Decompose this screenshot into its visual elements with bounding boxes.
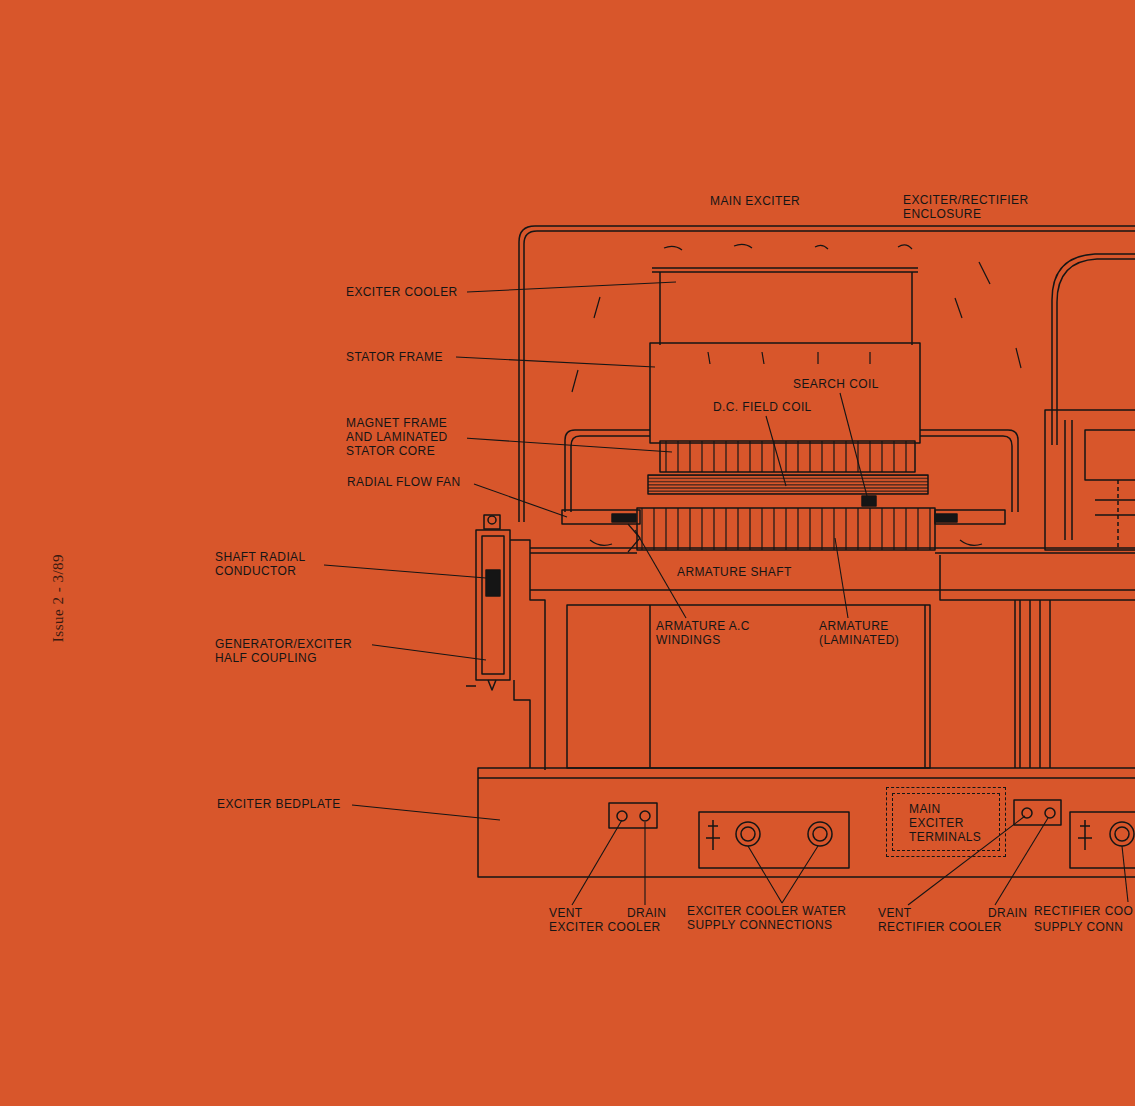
armature-shaft: [530, 552, 1135, 554]
part-label: DRAIN: [987, 906, 1028, 920]
airflow-marks: [572, 244, 1021, 545]
part-label-slot: EXCITER COOLER: [548, 920, 662, 934]
shaft-step: [940, 555, 1135, 600]
vent-drain-plate: [609, 800, 1061, 828]
part-label-slot: MAGNET FRAME AND LAMINATED STATOR CORE: [345, 416, 467, 458]
part-label: EXCITER/RECTIFIER ENCLOSURE: [902, 193, 1042, 221]
terminal-box-inner: MAIN EXCITER TERMINALS: [892, 793, 1000, 851]
part-label-slot: MAIN EXCITER: [709, 194, 801, 208]
exciter-pedestal: [567, 605, 930, 768]
part-label: STATOR FRAME: [345, 350, 444, 364]
radial-flow-fan: [935, 510, 1005, 524]
enclosure-outline: [519, 226, 1135, 522]
fan-hub: [935, 514, 957, 522]
part-label-slot: VENT: [877, 906, 913, 920]
stator-frame: [650, 343, 920, 443]
exciter-bedplate: [478, 768, 1135, 877]
part-label: MAGNET FRAME AND LAMINATED STATOR CORE: [345, 416, 467, 458]
part-label-slot: EXCITER BEDPLATE: [216, 797, 342, 811]
part-label-slot: STATOR FRAME: [345, 350, 444, 364]
part-label-slot: EXCITER COOLER WATER SUPPLY CONNECTIONS: [686, 904, 858, 932]
part-label-slot: SHAFT RADIAL CONDUCTOR: [214, 550, 324, 578]
part-label-slot: SUPPLY CONN: [1033, 920, 1124, 934]
armature-shaft: [530, 589, 1135, 591]
part-label: VENT: [548, 906, 584, 920]
terminal-label: MAIN EXCITER TERMINALS: [909, 802, 989, 844]
bearing-bracket: [920, 430, 1018, 512]
part-label-slot: ARMATURE SHAFT: [676, 565, 793, 579]
part-label-slot: D.C. FIELD COIL: [712, 400, 813, 414]
part-label: GENERATOR/EXCITER HALF COUPLING: [214, 637, 372, 665]
rectifier-support: [1015, 600, 1050, 768]
radial-flow-fan: [562, 510, 640, 524]
pedestal-web: [650, 605, 925, 768]
part-label-slot: RECTIFIER COOLER: [877, 920, 1003, 934]
shaft-radial-conductor: [486, 570, 500, 596]
part-label: SHAFT RADIAL CONDUCTOR: [214, 550, 324, 578]
part-label-slot: EXCITER/RECTIFIER ENCLOSURE: [902, 193, 1042, 221]
part-label-slot: DRAIN: [987, 906, 1028, 920]
part-label: EXCITER COOLER: [548, 920, 662, 934]
leader-lines: [324, 282, 1128, 905]
rectifier-assembly: [1045, 410, 1135, 550]
search-coil: [862, 496, 876, 506]
bedplate-flange: [478, 777, 1135, 779]
part-label: RECTIFIER COOLER: [877, 920, 1003, 934]
part-label: MAIN EXCITER: [709, 194, 801, 208]
laminated-stator-core: [660, 441, 915, 472]
part-label: ARMATURE SHAFT: [676, 565, 793, 579]
part-label-slot: SEARCH COIL: [792, 377, 880, 391]
part-label: DRAIN: [626, 906, 667, 920]
fan-hub: [612, 514, 636, 522]
bearing-bracket: [565, 430, 650, 512]
enclosure-outline: [524, 231, 1135, 522]
part-label: ARMATURE A.C WINDINGS: [655, 619, 763, 647]
terminal-box: MAIN EXCITER TERMINALS: [886, 787, 1006, 857]
bearing-bracket: [920, 436, 1012, 512]
part-label-slot: RADIAL FLOW FAN: [346, 475, 462, 489]
part-label: D.C. FIELD COIL: [712, 400, 813, 414]
issue-note: Issue 2 - 3/89: [51, 553, 65, 643]
part-label-slot: EXCITER COOLER: [345, 285, 459, 299]
part-label-slot: DRAIN: [626, 906, 667, 920]
part-label-slot: ARMATURE (LAMINATED): [818, 619, 914, 647]
part-label: VENT: [877, 906, 913, 920]
stator-frame-marks: [708, 352, 870, 364]
part-label: SEARCH COIL: [792, 377, 880, 391]
enclosure-dome: [1057, 259, 1135, 445]
exciter-cooler: [652, 268, 918, 345]
part-label: ARMATURE (LAMINATED): [818, 619, 914, 647]
half-coupling: [466, 515, 545, 770]
part-label-slot: GENERATOR/EXCITER HALF COUPLING: [214, 637, 372, 665]
part-label-slot: VENT: [548, 906, 584, 920]
part-label: EXCITER COOLER: [345, 285, 459, 299]
part-label-slot: ARMATURE A.C WINDINGS: [655, 619, 763, 647]
issue-note-slot: Issue 2 - 3/89: [51, 553, 65, 643]
armature-laminated: [637, 508, 935, 550]
part-label: SUPPLY CONN: [1033, 920, 1124, 934]
part-label: RADIAL FLOW FAN: [346, 475, 462, 489]
part-label-slot: RECTIFIER COO: [1033, 904, 1134, 918]
part-label: RECTIFIER COO: [1033, 904, 1134, 918]
dc-field-coil: [648, 475, 928, 494]
part-label: EXCITER COOLER WATER SUPPLY CONNECTIONS: [686, 904, 858, 932]
part-label: EXCITER BEDPLATE: [216, 797, 342, 811]
enclosure-dome: [1052, 254, 1135, 445]
